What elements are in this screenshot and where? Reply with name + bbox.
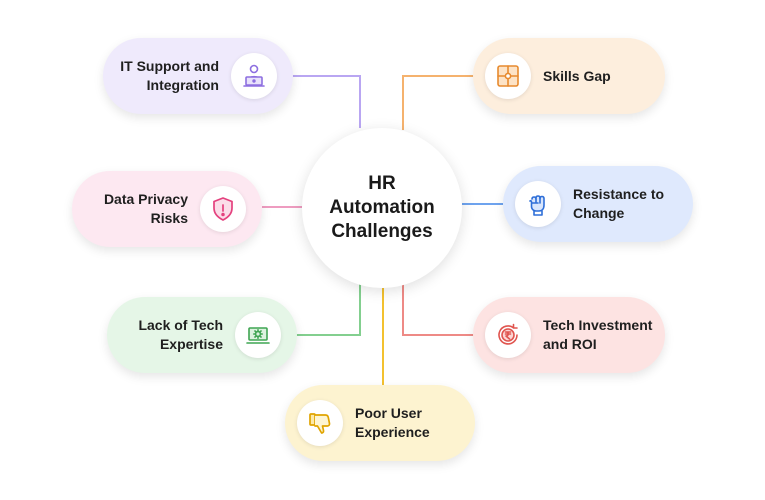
node-lack-tech: Lack of Tech Expertise (107, 297, 297, 373)
node-tech-investment-label: Tech Investment and ROI (543, 316, 652, 354)
node-it-support-label: IT Support and Integration (120, 57, 219, 95)
node-data-privacy: Data Privacy Risks (72, 171, 262, 247)
puzzle-icon (485, 53, 531, 99)
center-hub: HR Automation Challenges (302, 128, 462, 288)
node-skills-gap: Skills Gap (473, 38, 665, 114)
label-line-2: and ROI (543, 336, 597, 352)
label-line-1: Lack of Tech (138, 317, 223, 333)
thumbs-down-icon (297, 400, 343, 446)
connector-skills-gap (402, 75, 474, 130)
node-skills-gap-label: Skills Gap (543, 67, 611, 86)
node-poor-ux-label: Poor User Experience (355, 404, 430, 442)
shield-icon (200, 186, 246, 232)
connector-lack-tech (296, 284, 361, 336)
connector-tech-investment (402, 284, 474, 336)
label-line-2: Experience (355, 424, 430, 440)
connector-it-support (292, 75, 361, 128)
node-lack-tech-label: Lack of Tech Expertise (138, 316, 223, 354)
label-line-1: Poor User (355, 405, 422, 421)
node-data-privacy-label: Data Privacy Risks (104, 190, 188, 228)
center-title-line-3: Challenges (331, 221, 433, 242)
label-line-2: Expertise (159, 336, 223, 352)
label-line-2: Change (573, 205, 625, 221)
label-line-1: Tech Investment (543, 317, 653, 333)
fist-icon (515, 181, 561, 227)
label-line-2: Risks (150, 210, 188, 226)
node-resistance-label: Resistance to Change (573, 185, 664, 223)
label-line-1: IT Support and (120, 58, 219, 74)
label-line-1: Skills Gap (543, 67, 611, 84)
node-poor-ux: Poor User Experience (285, 385, 475, 461)
node-tech-investment: Tech Investment and ROI (473, 297, 665, 373)
center-title-line-1: HR (368, 173, 396, 194)
label-line-1: Resistance to (573, 186, 665, 202)
node-it-support: IT Support and Integration (103, 38, 293, 114)
rupee-icon (485, 312, 531, 358)
gear-laptop-icon (235, 312, 281, 358)
laptop-user-icon (231, 53, 277, 99)
center-title-line-2: Automation (329, 197, 435, 218)
label-line-1: Data Privacy (103, 191, 188, 207)
label-line-2: Integration (146, 77, 219, 93)
node-resistance: Resistance to Change (503, 166, 693, 242)
